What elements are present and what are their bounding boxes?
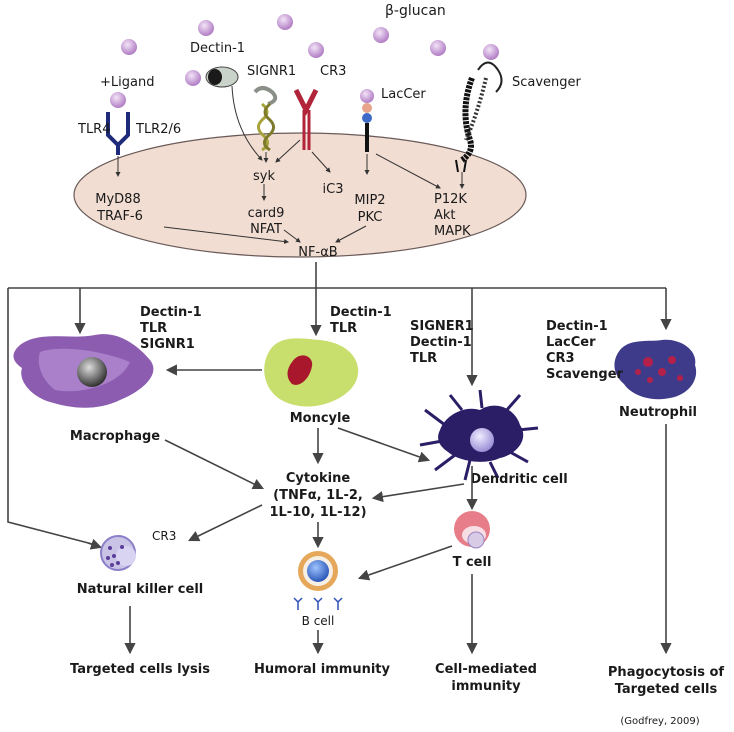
- neutrophil-receptor-cr3: CR3: [546, 351, 575, 366]
- cell-membrane: [73, 132, 527, 258]
- signr1-receptor: [253, 86, 278, 152]
- beta-glucan-label: β-glucan: [385, 3, 446, 19]
- traf6-label: TRAF-6: [96, 209, 143, 224]
- monocyte-label: Moncyle: [290, 411, 351, 426]
- outcome-cell-mediated-line2: immunity: [451, 679, 521, 694]
- tlr26-label: TLR2/6: [135, 122, 181, 137]
- monocyte-receptor-dectin1: Dectin-1: [330, 305, 392, 320]
- t-cell: [454, 511, 490, 549]
- pkc-label: PKC: [358, 210, 383, 225]
- beta-glucan-particles: [110, 14, 499, 108]
- dendritic-cell: [419, 389, 539, 481]
- dendritic-label: Dendritic cell: [470, 472, 567, 487]
- ic3-label: iC3: [323, 182, 344, 197]
- outcome-lysis: Targeted cells lysis: [70, 662, 210, 677]
- nfkb-label: NF-αB: [298, 245, 337, 260]
- outcome-phagocytosis-line1: Phagocytosis of: [608, 665, 725, 680]
- neutrophil-receptor-laccer: LacCer: [546, 335, 596, 350]
- glucan-bead: [185, 70, 201, 86]
- dectin1-label: Dectin-1: [190, 41, 245, 56]
- neutrophil-receptor-dectin1: Dectin-1: [546, 319, 608, 334]
- cytokine-title: Cytokine: [286, 471, 351, 486]
- antibodies: [293, 597, 343, 610]
- dendritic-receptor-signer1: SIGNER1: [410, 319, 474, 334]
- citation: (Godfrey, 2009): [620, 716, 699, 727]
- cytokine-arrows: [164, 427, 478, 581]
- cytokine-line2: (TNFα, 1L-2,: [273, 488, 363, 503]
- p12k-label: P12K: [434, 192, 467, 207]
- tlr4-label: TLR4: [77, 122, 111, 137]
- macrophage-receptor-tlr: TLR: [140, 321, 167, 336]
- tlr-receptor: [106, 112, 130, 155]
- neutrophil-cell: [614, 339, 697, 400]
- myd88-label: MyD88: [95, 192, 140, 207]
- glucan-bead: [430, 40, 446, 56]
- glucan-bead: [110, 92, 126, 108]
- distribution-lines: [7, 262, 672, 550]
- macrophage-label: Macrophage: [70, 429, 160, 444]
- macrophage-receptor-dectin1: Dectin-1: [140, 305, 202, 320]
- akt-label: Akt: [434, 208, 456, 223]
- monocyte-receptor-list: Dectin-1 TLR: [330, 305, 392, 336]
- cr3-receptor: [293, 88, 319, 150]
- nk-cr3-label: CR3: [152, 529, 176, 543]
- cytokine-block: Cytokine (TNFα, 1L-2, 1L-10, 1L-12): [269, 471, 366, 520]
- mip2-label: MIP2: [354, 193, 385, 208]
- cytokine-line3: 1L-10, 1L-12): [269, 505, 366, 520]
- glucan-bead: [483, 44, 499, 60]
- laccer-label: LacCer: [381, 87, 426, 102]
- b-cell-label: B cell: [302, 614, 335, 628]
- glucan-bead: [308, 42, 324, 58]
- neutrophil-receptor-list: Dectin-1 LacCer CR3 Scavenger: [546, 319, 624, 382]
- laccer-receptor: [362, 103, 372, 152]
- cr3-label: CR3: [320, 64, 346, 79]
- nfat-label: NFAT: [250, 222, 282, 237]
- monocyte-cell: [264, 338, 359, 407]
- syk-label: syk: [253, 169, 275, 184]
- neutrophil-receptor-scavenger: Scavenger: [546, 367, 624, 382]
- card9-label: card9: [248, 206, 285, 221]
- monocyte-receptor-tlr: TLR: [330, 321, 357, 336]
- glucan-bead: [360, 89, 374, 103]
- b-cell: [298, 551, 338, 591]
- glucan-bead: [373, 27, 389, 43]
- macrophage-receptor-list: Dectin-1 TLR SIGNR1: [140, 305, 202, 352]
- signr1-label: SIGNR1: [247, 64, 296, 79]
- dendritic-receptor-tlr: TLR: [410, 351, 437, 366]
- outcome-arrows: [124, 424, 672, 655]
- mapk-label: MAPK: [434, 224, 471, 239]
- macrophage-receptor-signr1: SIGNR1: [140, 337, 195, 352]
- glucan-bead: [121, 39, 137, 55]
- nk-label: Natural killer cell: [77, 582, 204, 597]
- receptor-signal-arrows: [115, 85, 465, 245]
- outcome-cell-mediated-line1: Cell-mediated: [435, 662, 537, 677]
- macrophage-cell: [13, 334, 154, 408]
- dendritic-receptor-dectin1: Dectin-1: [410, 335, 472, 350]
- outcome-phagocytosis-line2: Targeted cells: [615, 682, 718, 697]
- t-cell-label: T cell: [453, 555, 492, 570]
- ligand-label: +Ligand: [100, 75, 154, 90]
- glucan-bead: [277, 14, 293, 30]
- dectin1-receptor: [205, 66, 239, 88]
- natural-killer-cell: [100, 535, 136, 571]
- scavenger-label: Scavenger: [512, 75, 582, 90]
- glucan-bead: [198, 20, 214, 36]
- dendritic-receptor-list: SIGNER1 Dectin-1 TLR: [410, 319, 474, 366]
- scavenger-receptor: [455, 61, 503, 173]
- outcome-humoral: Humoral immunity: [254, 662, 391, 677]
- neutrophil-label: Neutrophil: [619, 405, 697, 420]
